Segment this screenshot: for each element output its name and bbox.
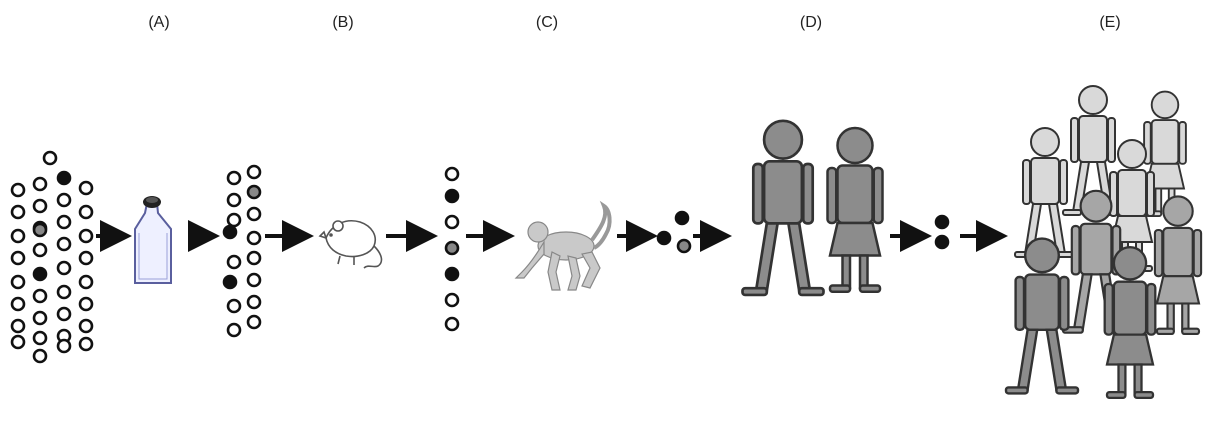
- compound-inactive-circle: [32, 310, 48, 326]
- female-figure-icon: [1153, 195, 1203, 335]
- compound-inactive-circle: [56, 214, 72, 230]
- compound-inactive-circle: [56, 338, 72, 354]
- human-figures-large-population: [1004, 85, 1203, 399]
- compound-inactive-circle: [444, 166, 460, 182]
- stage-label-d: (D): [800, 14, 822, 31]
- compound-inactive-circle: [246, 294, 262, 310]
- compound-inactive-circle: [10, 296, 26, 312]
- compound-inactive-circle: [10, 228, 26, 244]
- compound-inactive-circle: [56, 306, 72, 322]
- compound-inactive-circle: [246, 230, 262, 246]
- compound-inactive-circle: [32, 198, 48, 214]
- compound-inactive-circle: [246, 272, 262, 288]
- human-figures-small-trial: [741, 119, 884, 297]
- male-figure-icon: [741, 119, 825, 297]
- compound-active-circle: [934, 234, 950, 250]
- compound-active-circle: [656, 230, 672, 246]
- compound-inactive-circle: [226, 298, 242, 314]
- compound-inactive-circle: [10, 182, 26, 198]
- compound-inactive-circle: [78, 336, 94, 352]
- compound-partial-circle: [32, 222, 48, 238]
- compound-inactive-circle: [32, 288, 48, 304]
- compound-inactive-circle: [56, 192, 72, 208]
- compound-active-circle: [56, 170, 72, 186]
- primate-tested-compound-circles: [656, 210, 692, 254]
- compound-inactive-circle: [78, 204, 94, 220]
- compound-active-circle: [674, 210, 690, 226]
- compound-inactive-circle: [226, 212, 242, 228]
- compound-inactive-circle: [246, 206, 262, 222]
- compound-library-circles: [10, 150, 94, 364]
- compound-active-circle: [222, 274, 238, 290]
- compound-inactive-circle: [226, 192, 242, 208]
- compound-inactive-circle: [78, 180, 94, 196]
- stage-label-c: (C): [536, 14, 558, 31]
- compound-inactive-circle: [226, 170, 242, 186]
- compound-inactive-circle: [78, 228, 94, 244]
- compound-inactive-circle: [226, 322, 242, 338]
- compound-inactive-circle: [246, 164, 262, 180]
- compound-inactive-circle: [444, 214, 460, 230]
- compound-partial-circle: [246, 184, 262, 200]
- mouse-icon: [318, 220, 383, 269]
- compound-inactive-circle: [78, 296, 94, 312]
- compound-inactive-circle: [444, 292, 460, 308]
- monkey-icon: [514, 200, 612, 291]
- male-figure-icon: [1004, 237, 1080, 395]
- compound-inactive-circle: [10, 250, 26, 266]
- stage-label-b: (B): [332, 14, 353, 31]
- compound-inactive-circle: [226, 254, 242, 270]
- stage-label-e: (E): [1099, 14, 1120, 31]
- female-figure-icon: [1103, 246, 1157, 399]
- cell-culture-flask-icon: [134, 196, 172, 284]
- human-trial-compound-circles: [934, 214, 950, 250]
- compound-inactive-circle: [10, 204, 26, 220]
- screened-compound-circles: [222, 164, 262, 338]
- compound-inactive-circle: [32, 242, 48, 258]
- compound-inactive-circle: [32, 176, 48, 192]
- compound-inactive-circle: [78, 318, 94, 334]
- compound-active-circle: [934, 214, 950, 230]
- stage-label-a: (A): [148, 14, 169, 31]
- compound-inactive-circle: [32, 348, 48, 364]
- compound-inactive-circle: [78, 250, 94, 266]
- compound-partial-circle: [444, 240, 460, 256]
- compound-inactive-circle: [56, 236, 72, 252]
- compound-inactive-circle: [444, 316, 460, 332]
- compound-inactive-circle: [10, 334, 26, 350]
- male-figure-icon: [1061, 189, 1131, 334]
- compound-inactive-circle: [56, 260, 72, 276]
- compound-active-circle: [444, 266, 460, 282]
- compound-inactive-circle: [42, 150, 58, 166]
- compound-inactive-circle: [246, 250, 262, 266]
- compound-partial-circle: [676, 238, 692, 254]
- compound-active-circle: [444, 188, 460, 204]
- male-figure-icon: [1014, 127, 1076, 258]
- female-figure-icon: [826, 126, 884, 293]
- compound-active-circle: [222, 224, 238, 240]
- compound-inactive-circle: [10, 274, 26, 290]
- compound-inactive-circle: [10, 318, 26, 334]
- compound-inactive-circle: [56, 284, 72, 300]
- compound-inactive-circle: [32, 330, 48, 346]
- mouse-tested-compound-circles: [444, 166, 460, 332]
- compound-active-circle: [32, 266, 48, 282]
- compound-inactive-circle: [78, 274, 94, 290]
- compound-inactive-circle: [246, 314, 262, 330]
